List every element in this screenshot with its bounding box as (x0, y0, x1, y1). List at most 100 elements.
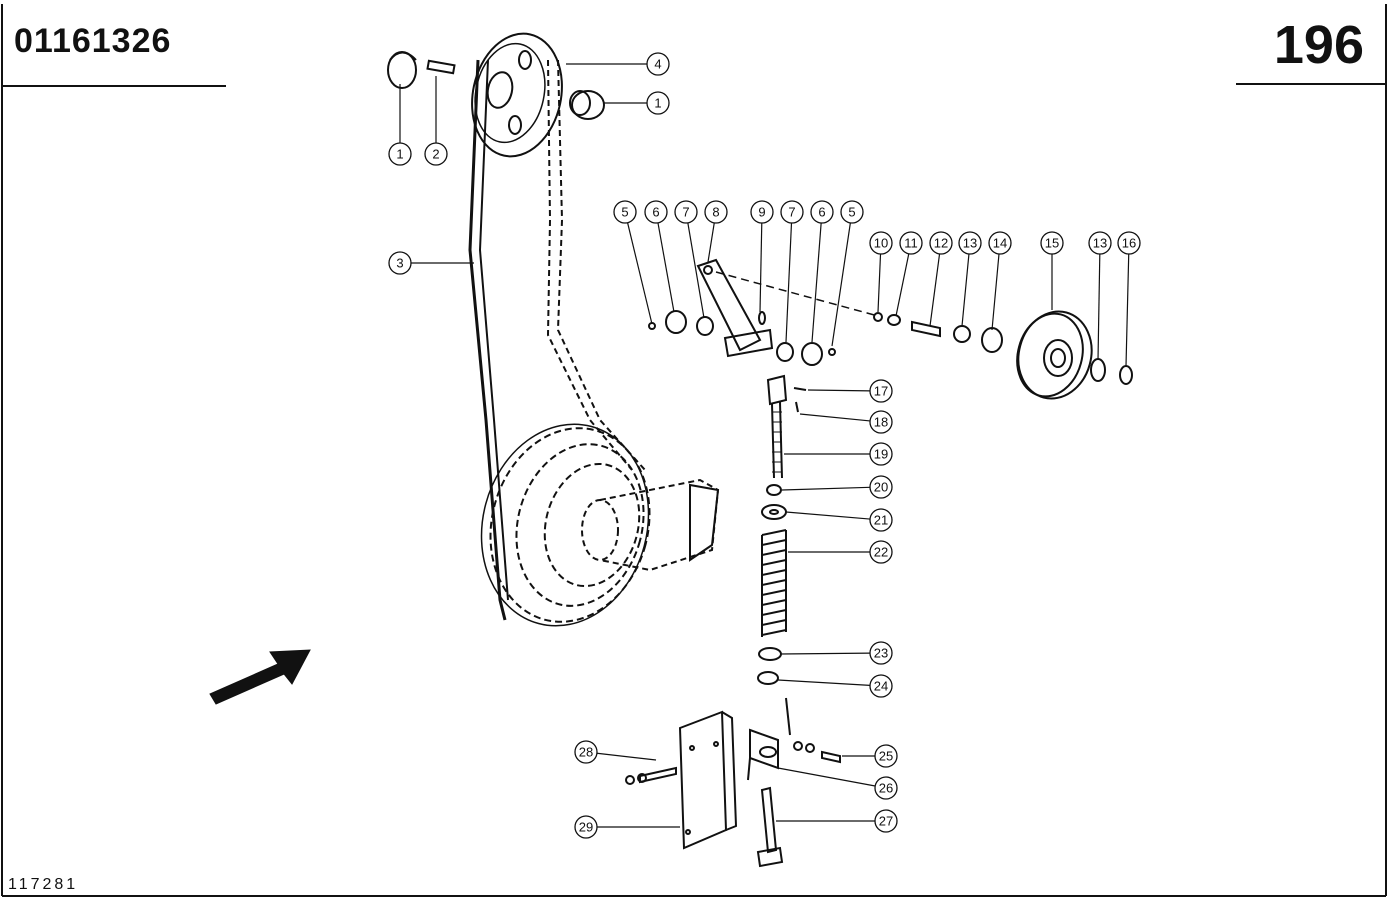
callout-circle (750, 200, 774, 224)
callout-number: 6 (818, 205, 825, 220)
callout-number: 13 (1093, 236, 1107, 251)
callout-number: 14 (993, 236, 1007, 251)
drawing-number: 117281 (8, 876, 79, 893)
callout-6: 6 (810, 200, 834, 343)
callout-circle (874, 809, 898, 833)
callout-leader-line (831, 222, 851, 347)
callout-4: 4 (566, 52, 670, 76)
callout-leader-line (799, 413, 871, 422)
callout-leader-line (895, 253, 910, 317)
callout-1: 1 (388, 84, 412, 166)
callout-9: 9 (750, 200, 774, 313)
callout-circle (869, 379, 893, 403)
callout-7: 7 (780, 200, 804, 343)
callout-16: 16 (1117, 231, 1141, 367)
callout-number: 21 (874, 513, 888, 528)
callout-15: 15 (1040, 231, 1064, 310)
callout-19: 19 (784, 442, 893, 466)
callout-leader-line (785, 222, 793, 343)
callout-12: 12 (929, 231, 953, 327)
callout-circle (704, 200, 728, 224)
callout-circle (1088, 231, 1112, 255)
callout-number: 11 (904, 236, 918, 251)
callout-number: 7 (788, 205, 795, 220)
callout-circle (574, 740, 598, 764)
callout-26: 26 (777, 767, 898, 800)
tension-arm-assembly (648, 258, 1133, 400)
callout-5: 5 (831, 200, 864, 347)
frame (1, 4, 1387, 897)
callout-leader-line (657, 222, 675, 313)
callout-circle (899, 231, 923, 255)
callout-leader-line (779, 652, 871, 655)
callout-leader-line (1097, 253, 1101, 361)
callout-number: 5 (621, 205, 628, 220)
callout-circle (874, 776, 898, 800)
callout-number: 17 (874, 384, 888, 399)
lower-pulley (489, 427, 651, 623)
callout-22: 22 (788, 540, 893, 564)
callout-24: 24 (777, 674, 893, 698)
callout-circle (646, 91, 670, 115)
callout-circle (674, 200, 698, 224)
callout-circle (869, 442, 893, 466)
callout-number: 23 (874, 646, 888, 661)
callout-circle (869, 508, 893, 532)
idler-pulley (1017, 310, 1093, 400)
callout-leader-line (1125, 253, 1130, 367)
callout-number: 25 (879, 749, 893, 764)
callout-leader-line (877, 253, 882, 313)
callout-circle (958, 231, 982, 255)
callout-number: 27 (879, 814, 893, 829)
callout-leader-line (596, 752, 657, 761)
callout-leader-line (777, 679, 871, 686)
callout-leader-line (707, 222, 715, 263)
callout-number: 2 (432, 147, 439, 162)
callout-circle (869, 410, 893, 434)
callout-3: 3 (388, 251, 474, 275)
callout-circle (646, 52, 670, 76)
callout-21: 21 (785, 508, 893, 532)
callout-number: 18 (874, 415, 888, 430)
callout-leader-line (759, 222, 763, 313)
callout-leader-line (785, 511, 871, 520)
callout-leader-line (626, 222, 653, 325)
callout-6: 6 (644, 200, 675, 313)
callout-leader-line (811, 222, 822, 343)
callout-circle (874, 744, 898, 768)
callout-number: 1 (396, 147, 403, 162)
callout-number: 10 (874, 236, 888, 251)
callout-circle (424, 142, 448, 166)
callout-number: 4 (654, 57, 661, 72)
callout-number: 6 (652, 205, 659, 220)
callout-8: 8 (704, 200, 728, 263)
callout-number: 7 (682, 205, 689, 220)
callout-number: 19 (874, 447, 888, 462)
callout-circle (869, 641, 893, 665)
callout-circle (869, 674, 893, 698)
bushing-parts (387, 51, 605, 120)
callout-number: 13 (963, 236, 977, 251)
callout-circle (869, 475, 893, 499)
callout-20: 20 (781, 475, 893, 499)
callout-number: 5 (848, 205, 855, 220)
document-code: 01161326 (14, 22, 172, 60)
callout-number: 26 (879, 781, 893, 796)
callout-number: 9 (758, 205, 765, 220)
callout-14: 14 (988, 231, 1012, 331)
callout-circle (988, 231, 1012, 255)
callout-13: 13 (958, 231, 982, 327)
callout-25: 25 (842, 744, 898, 768)
callout-1: 1 (604, 91, 670, 115)
direction-arrow (209, 649, 311, 705)
callout-circle (869, 540, 893, 564)
callout-circle (574, 815, 598, 839)
belt-drive-assembly (468, 32, 720, 627)
callout-number: 29 (579, 820, 593, 835)
callout-leader-line (777, 767, 876, 787)
mounting-bracket-assembly (625, 710, 841, 868)
callout-29: 29 (574, 815, 680, 839)
